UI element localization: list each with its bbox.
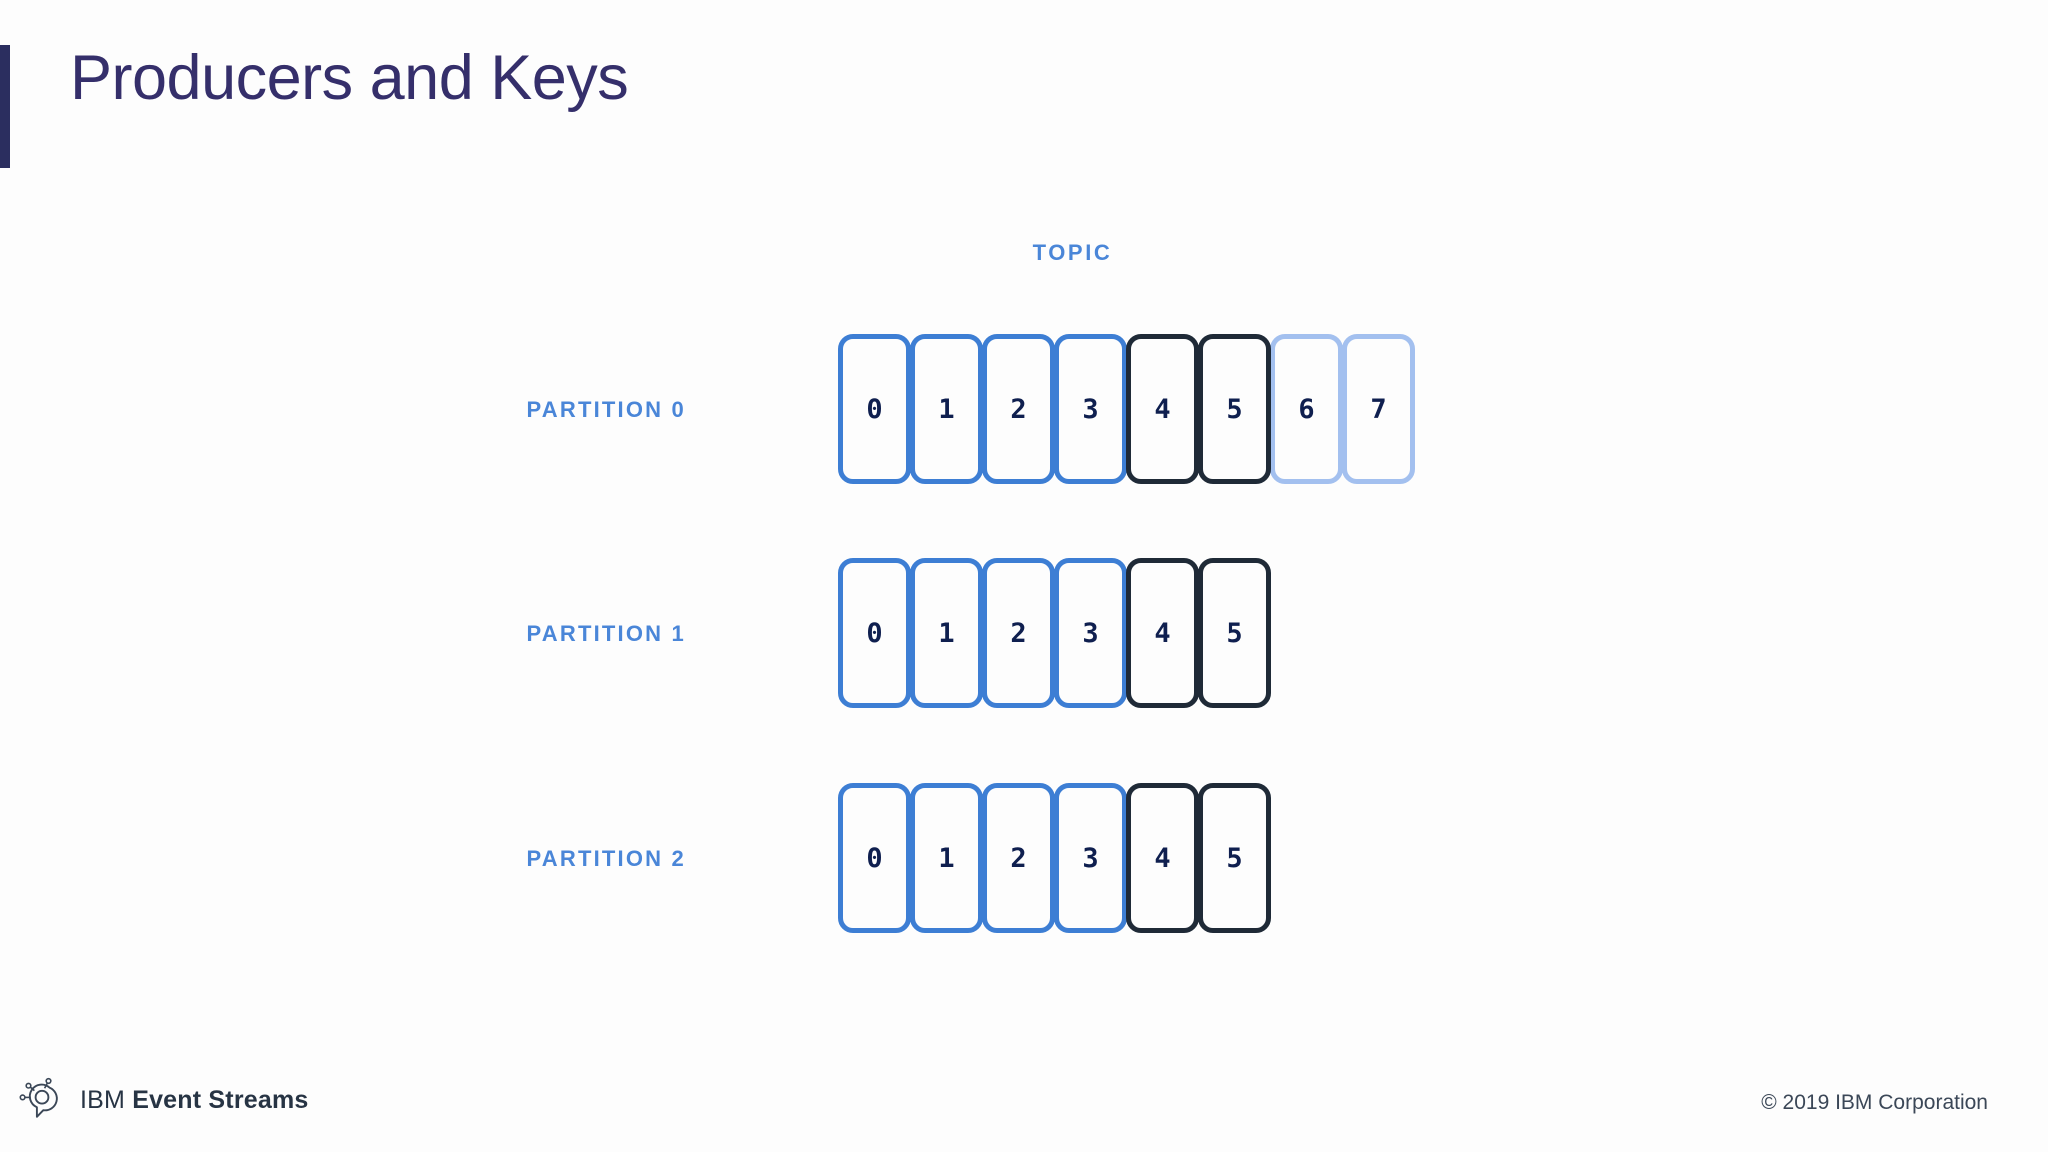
record-cell: 2 [982, 783, 1055, 933]
brand-name: Event Streams [132, 1085, 309, 1114]
record-cell: 0 [838, 783, 911, 933]
topic-label: TOPIC [1032, 240, 1113, 265]
event-streams-pin-icon [18, 1076, 66, 1124]
record-cell: 3 [1054, 558, 1127, 708]
record-cell: 1 [910, 558, 983, 708]
record-cell: 1 [910, 783, 983, 933]
record-cell: 6 [1270, 334, 1343, 484]
record-cell: 2 [982, 558, 1055, 708]
record-cell: 0 [838, 334, 911, 484]
record-cell: 4 [1126, 558, 1199, 708]
partition-label-0: PARTITION 0 [526, 397, 686, 422]
partition-label-2: PARTITION 2 [526, 846, 686, 871]
brand-wordmark: IBM Event Streams [80, 1086, 309, 1115]
record-cell: 7 [1342, 334, 1415, 484]
record-cell: 3 [1054, 783, 1127, 933]
partition-cells-2: 0 1 2 3 4 5 [838, 783, 1271, 933]
title-accent-bar [0, 45, 10, 168]
record-cell: 5 [1198, 783, 1271, 933]
partition-cells-0: 0 1 2 3 4 5 6 7 [838, 334, 1415, 484]
record-cell: 5 [1198, 334, 1271, 484]
copyright-text: © 2019 IBM Corporation [1761, 1091, 1988, 1114]
record-cell: 1 [910, 334, 983, 484]
brand-prefix: IBM [80, 1085, 126, 1114]
footer-brand: IBM Event Streams [18, 1076, 309, 1124]
record-cell: 4 [1126, 334, 1199, 484]
record-cell: 2 [982, 334, 1055, 484]
page-title: Producers and Keys [70, 43, 629, 113]
partition-label-1: PARTITION 1 [526, 621, 686, 646]
record-cell: 3 [1054, 334, 1127, 484]
record-cell: 0 [838, 558, 911, 708]
record-cell: 4 [1126, 783, 1199, 933]
partition-cells-1: 0 1 2 3 4 5 [838, 558, 1271, 708]
record-cell: 5 [1198, 558, 1271, 708]
